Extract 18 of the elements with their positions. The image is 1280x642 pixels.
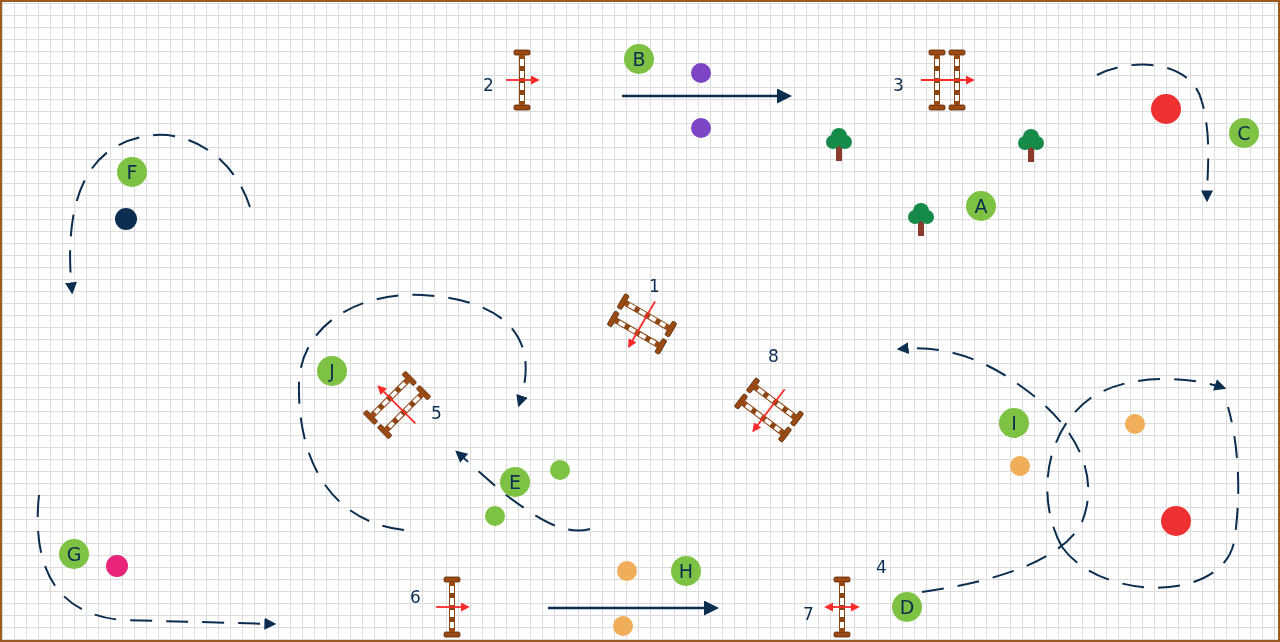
letter-marker: I: [999, 408, 1029, 438]
jump-number: 3: [893, 76, 904, 94]
jump-number: 5: [431, 404, 442, 422]
jump-number: 4: [876, 558, 887, 576]
jump-number: 1: [649, 277, 660, 295]
letter-marker: F: [117, 157, 147, 187]
jump-number: 6: [410, 588, 421, 606]
jump-number: 2: [483, 76, 494, 94]
letter-marker: D: [892, 592, 922, 622]
letter-marker: C: [1229, 118, 1259, 148]
letter-marker: H: [671, 556, 701, 586]
letter-marker: G: [59, 539, 89, 569]
jump-number: 8: [768, 347, 779, 365]
letter-marker: B: [624, 44, 654, 74]
jump-number: 7: [803, 605, 814, 623]
letter-marker: A: [966, 191, 996, 221]
letter-marker: E: [500, 467, 530, 497]
letter-marker: J: [317, 356, 347, 386]
